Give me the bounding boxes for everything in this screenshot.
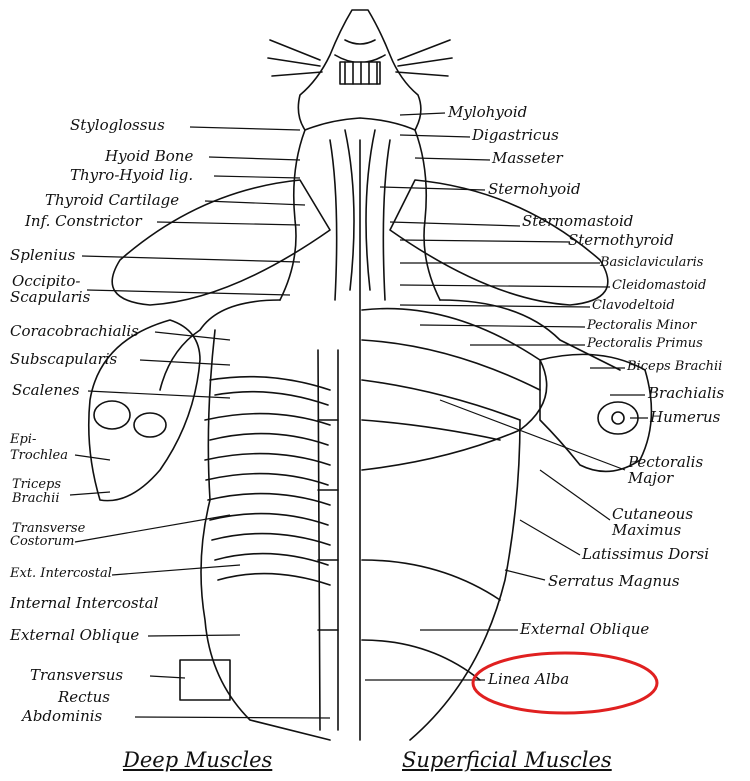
label-clavodeltoid: Clavodeltoid	[592, 299, 675, 312]
label-triceps: Triceps	[12, 478, 61, 491]
label-maximus: Maximus	[612, 523, 681, 538]
label-trochlea: Trochlea	[10, 449, 68, 462]
caption-deep-muscles: Deep Muscles	[123, 748, 272, 772]
label-sternothyroid: Sternothyroid	[568, 233, 674, 248]
label-styloglossus: Styloglossus	[70, 118, 165, 133]
label-cutaneous: Cutaneous	[612, 507, 693, 522]
label-masseter: Masseter	[492, 151, 563, 166]
label-rectus: Rectus	[58, 690, 110, 705]
label-subscapularis: Subscapularis	[10, 352, 117, 367]
label-pectoralis-minor: Pectoralis Minor	[587, 319, 696, 332]
label-external-oblique-left: External Oblique	[10, 628, 139, 643]
label-ext-intercostal: Ext. Intercostal	[10, 567, 112, 580]
label-costorum: Costorum	[10, 535, 74, 548]
label-abdominis: Abdominis	[22, 709, 102, 724]
label-pectoralis-primus: Pectoralis Primus	[587, 337, 703, 350]
label-scalenes: Scalenes	[12, 383, 80, 398]
label-biceps-brachii: Biceps Brachii	[627, 360, 722, 373]
label-scapularis: Scapularis	[10, 290, 90, 305]
label-sternomastoid: Sternomastoid	[522, 214, 633, 229]
caption-superficial-muscles: Superficial Muscles	[402, 748, 612, 772]
label-basiclavicularis: Basiclavicularis	[600, 256, 703, 269]
label-cleidomastoid: Cleidomastoid	[612, 279, 706, 292]
label-thyro-hyoid: Thyro-Hyoid lig.	[70, 168, 193, 183]
label-external-oblique-right: External Oblique	[520, 622, 649, 637]
label-hyoid-bone: Hyoid Bone	[105, 149, 193, 164]
label-thyroid-cartilage: Thyroid Cartilage	[45, 193, 179, 208]
label-latissimus-dorsi: Latissimus Dorsi	[582, 547, 709, 562]
label-internal-intercostal: Internal Intercostal	[10, 596, 158, 611]
label-digastricus: Digastricus	[472, 128, 559, 143]
label-brachii: Brachii	[12, 492, 60, 505]
label-humerus: Humerus	[650, 410, 720, 425]
label-occipito: Occipito-	[12, 274, 80, 289]
label-major: Major	[628, 471, 673, 486]
label-brachialis: Brachialis	[648, 386, 724, 401]
label-serratus-magnus: Serratus Magnus	[548, 574, 680, 589]
label-mylohyoid: Mylohyoid	[448, 105, 527, 120]
label-splenius: Splenius	[10, 248, 75, 263]
label-inf-constrictor: Inf. Constrictor	[25, 214, 142, 229]
label-sternohyoid: Sternohyoid	[488, 182, 581, 197]
label-coracobrachialis: Coracobrachialis	[10, 324, 139, 339]
label-transversus: Transversus	[30, 668, 123, 683]
label-epi: Epi-	[10, 433, 36, 446]
label-linea-alba: Linea Alba	[488, 672, 569, 687]
label-pectoralis: Pectoralis	[628, 455, 703, 470]
